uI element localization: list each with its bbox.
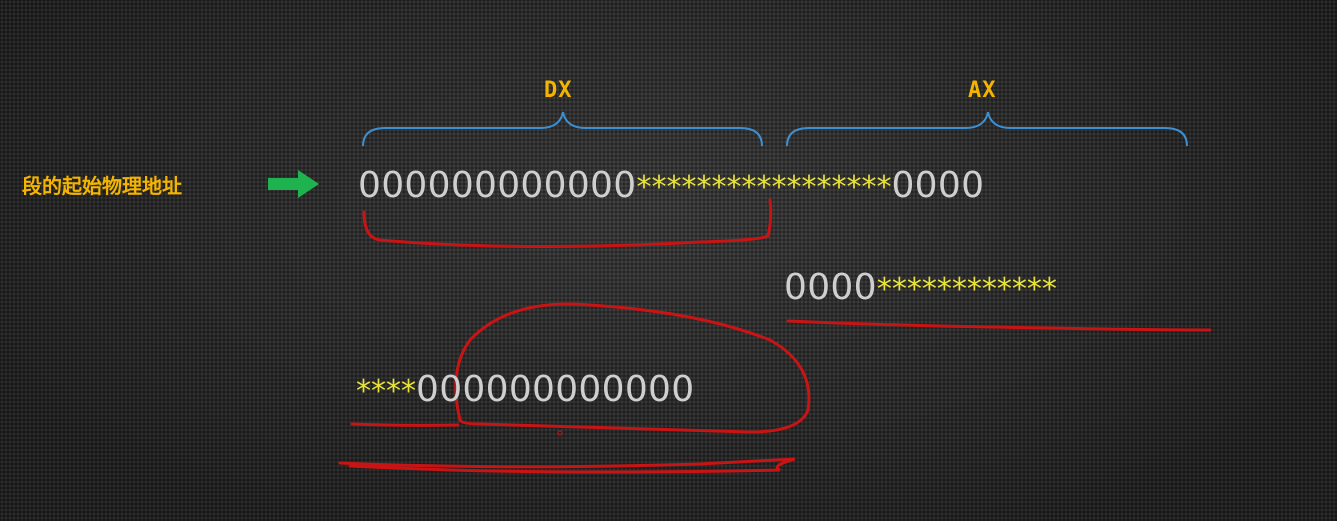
row1-zeros-right: 0000 bbox=[891, 165, 985, 206]
dx-brace bbox=[362, 111, 763, 147]
row1-red-bracket bbox=[362, 198, 773, 249]
dx-label: DX bbox=[544, 78, 573, 103]
ax-label: AX bbox=[968, 78, 997, 103]
row3-zeros: 000000000000 bbox=[416, 369, 695, 410]
red-dot bbox=[557, 430, 563, 436]
row3-stars-red-underline bbox=[350, 422, 460, 427]
row3-red-loop bbox=[454, 302, 811, 434]
right-arrow-icon bbox=[268, 170, 319, 198]
row3-stars: **** bbox=[356, 374, 416, 409]
bit-row-2: 0000************ bbox=[784, 268, 1057, 310]
bit-row-3: ****000000000000 bbox=[356, 370, 694, 412]
row2-zeros: 0000 bbox=[784, 267, 877, 308]
bit-row-1: 000000000000*****************0000 bbox=[358, 166, 984, 208]
ax-brace bbox=[786, 111, 1188, 147]
row2-red-underline bbox=[786, 319, 1212, 332]
segment-physical-address-label: 段的起始物理地址 bbox=[22, 174, 182, 198]
row1-stars: ***************** bbox=[636, 170, 892, 205]
row1-zeros-left: 000000000000 bbox=[358, 165, 637, 206]
row2-stars: ************ bbox=[876, 272, 1057, 307]
row3-red-double-underline bbox=[338, 457, 796, 474]
